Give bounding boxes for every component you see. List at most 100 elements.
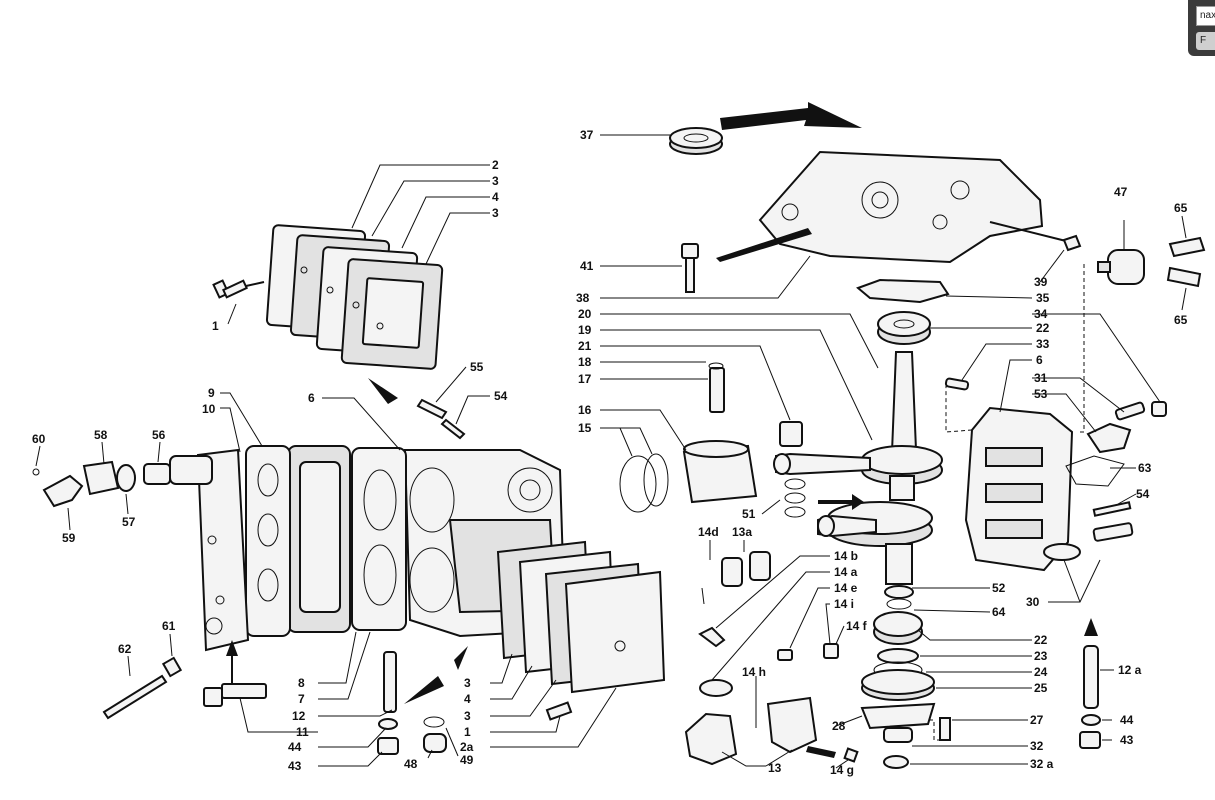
overlay-widget: nax F: [1188, 0, 1215, 56]
arrow-icon: [720, 102, 862, 130]
part-label: 14d: [698, 525, 719, 539]
arrow-icon: [716, 228, 812, 262]
part-label: 53: [1034, 387, 1048, 401]
needle-cages-13a: [701, 551, 771, 605]
part-label: 65: [1174, 201, 1188, 215]
nut-34: [1151, 401, 1167, 417]
part-label: 55: [470, 360, 484, 374]
part-label: 3: [492, 174, 499, 188]
bolt-30: [1092, 522, 1134, 542]
gasket-35: [856, 278, 950, 304]
fuel-pump: [1062, 234, 1206, 288]
bolt-and-stud: [203, 651, 397, 713]
part-label: 27: [1030, 713, 1044, 727]
part-label: 44: [1120, 713, 1134, 727]
pin-33: [944, 377, 970, 391]
part-label: 63: [1138, 461, 1152, 475]
crankcase-half: [964, 406, 1081, 572]
part-label: 51: [742, 507, 756, 521]
part-label: 1: [212, 319, 219, 333]
cover-plates-bottom: [496, 540, 666, 694]
part-label: 14 i: [834, 597, 854, 611]
part-label: 6: [1036, 353, 1043, 367]
part-label: 14 g: [830, 763, 854, 777]
part-label: 8: [298, 676, 305, 690]
part-label: 43: [288, 759, 302, 773]
part-label: 18: [578, 355, 592, 369]
part-label: 44: [288, 740, 302, 754]
part-label: 3: [492, 206, 499, 220]
part-label: 25: [1034, 681, 1048, 695]
part-label: 60: [32, 432, 46, 446]
gasket-63: [1065, 455, 1125, 487]
leader-lines: [35, 134, 1187, 769]
part-label: 4: [464, 692, 471, 706]
part-label: 35: [1036, 291, 1050, 305]
part-label: 19: [578, 323, 592, 337]
piston-group: [619, 362, 803, 513]
part-label: 57: [122, 515, 136, 529]
part-label: 23: [1034, 649, 1048, 663]
part-label: 43: [1120, 733, 1134, 747]
pin-55: [416, 398, 448, 420]
bearing-22-top: [877, 311, 931, 345]
part-label: 4: [492, 190, 499, 204]
part-label: 20: [578, 307, 592, 321]
right-assembly: [619, 102, 1206, 769]
arrow-icon: [1084, 618, 1098, 636]
part-label: 49: [460, 753, 474, 767]
part-label: 54: [1136, 487, 1150, 501]
part-label: 62: [118, 642, 132, 656]
part-label: 14 e: [834, 581, 858, 595]
part-label: 32: [1030, 739, 1044, 753]
pin-54: [440, 418, 466, 440]
arrow-icon: [404, 676, 444, 704]
reed-valve-parts: [684, 626, 859, 766]
head-gaskets: [245, 445, 407, 637]
part-label: 13a: [732, 525, 752, 539]
part-label: 2: [492, 158, 499, 172]
part-label: 31: [1034, 371, 1048, 385]
screw-1-top: [212, 279, 248, 299]
bolt-54: [1092, 501, 1132, 517]
part-label: 14 b: [834, 549, 858, 563]
part-label: 1: [464, 725, 471, 739]
part-label: 12 a: [1118, 663, 1142, 677]
part-label: 11: [296, 725, 309, 739]
rod-12a-nut: [1079, 618, 1101, 749]
lower-crank-stack: [860, 611, 951, 769]
part-label: 59: [62, 531, 76, 545]
pin-31: [1114, 401, 1146, 421]
part-label: 21: [578, 339, 592, 353]
part-label: 10: [202, 402, 216, 416]
part-label: 39: [1034, 275, 1048, 289]
search-button[interactable]: F: [1196, 32, 1215, 50]
part-label: 16: [578, 403, 592, 417]
part-label: 32 a: [1030, 757, 1054, 771]
arrow-icon: [454, 646, 468, 670]
bearing-37: [669, 127, 723, 155]
part-label: 3: [464, 676, 471, 690]
part-label: 17: [578, 372, 592, 386]
part-label: 37: [580, 128, 594, 142]
arrow-icon: [806, 746, 836, 758]
part-label: 22: [1034, 633, 1048, 647]
gasket-53: [1086, 422, 1132, 454]
arrow-icon: [368, 378, 398, 404]
part-label: 12: [292, 709, 306, 723]
bolt-41: [681, 243, 699, 293]
crankcase-cover: [758, 150, 1044, 264]
arrow-icon: [818, 494, 864, 510]
part-label: 33: [1036, 337, 1050, 351]
part-label: 34: [1034, 307, 1048, 321]
part-label: 24: [1034, 665, 1048, 679]
part-label: 65: [1174, 313, 1188, 327]
thermostat-parts: [32, 455, 213, 508]
washers-51: [784, 478, 806, 518]
part-label: 47: [1114, 185, 1128, 199]
connecting-rods: [773, 452, 877, 538]
search-input[interactable]: nax: [1196, 6, 1215, 26]
part-label: 13: [768, 761, 782, 775]
part-label: 64: [992, 605, 1006, 619]
